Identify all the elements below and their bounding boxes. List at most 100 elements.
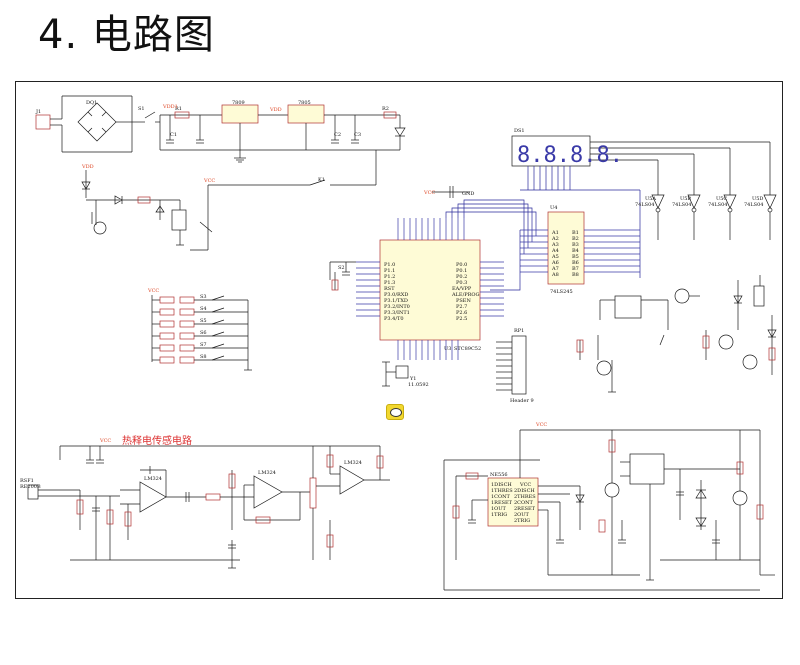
timer-pin-10: 2CONT <box>514 500 533 506</box>
opamp-u7a <box>139 481 167 513</box>
label-vdd: VDD <box>269 107 282 113</box>
label-s5: S5 <box>200 318 207 324</box>
buffer-pin-b2: B2 <box>572 236 579 242</box>
opamp-u7c <box>339 465 365 495</box>
mcu-pin-p1-0: P1.0 <box>384 262 395 268</box>
section-title-pir: 热释电传感电路 <box>122 436 192 447</box>
timer-pin-13: 2TRIG <box>514 518 530 524</box>
mcu-pin-p0-0: P0.0 <box>456 262 467 268</box>
label-inv-1: 74LS04 <box>635 202 654 208</box>
buffer-pin-b6: B6 <box>572 260 579 266</box>
buffer-pin-b7: B7 <box>572 266 579 272</box>
label-vcc-pir: VCC <box>99 438 111 444</box>
buzzer <box>674 288 690 304</box>
timer-pin-3: 1CONT <box>491 494 510 500</box>
regulator-7809 <box>221 104 259 124</box>
label-s7: S7 <box>200 342 207 348</box>
mcu-pin-p1-2: P1.2 <box>384 274 395 280</box>
logic-gate <box>629 453 665 485</box>
label-s2: S2 <box>338 265 345 271</box>
label-vcc-switches: VCC <box>147 288 159 294</box>
label-vcc-mcu: VCC <box>423 190 435 196</box>
timer-pin-4: 1RESET <box>491 500 513 506</box>
mcu-pin-p0-2: P0.2 <box>456 274 467 280</box>
label-sensor: RSF1 <box>20 478 34 484</box>
timer-pin-11: 2RESET <box>514 506 536 512</box>
label-s8: S8 <box>200 354 207 360</box>
label-mcu: STC89C52 <box>454 346 481 352</box>
label-r1: R1 <box>175 106 182 112</box>
diode-bridge <box>77 102 117 142</box>
mcu-pin-p0-3: P0.3 <box>456 280 467 286</box>
buffer-pin-a4: A4 <box>551 248 559 254</box>
label-input: J1 <box>35 109 41 115</box>
timer-pin-6: 1TRIG <box>491 512 507 518</box>
label-switch-s1: S1 <box>138 106 145 112</box>
mcu-pin-ea: EA/VPP <box>452 286 472 292</box>
label-opamp-c: LM324 <box>344 460 362 466</box>
label-u5a: U5A <box>645 196 656 202</box>
label-opamp-b: LM324 <box>258 470 276 476</box>
label-s3: S3 <box>200 294 207 300</box>
buffer-pin-a5: A5 <box>551 254 559 260</box>
timer-pin-2: 1THRES <box>491 488 513 494</box>
label-relay: K1 <box>318 177 325 183</box>
buffer-pin-a7: A7 <box>551 266 559 272</box>
label-inv-2: 74LS04 <box>672 202 691 208</box>
mcu-pin-p2-5: P2.5 <box>456 316 467 322</box>
label-timer: NE556 <box>490 472 508 478</box>
mcu-chip <box>379 239 481 341</box>
label-u4: U4 <box>550 205 557 211</box>
mcu-pin-p0-1: P0.1 <box>456 268 467 274</box>
mcu-pin-rst: RST <box>384 286 395 292</box>
label-vdd-relay: VDD <box>81 164 94 170</box>
timer-pin-5: 1OUT <box>491 506 506 512</box>
label-inv-3: 74LS04 <box>708 202 727 208</box>
mcu-pin-p2-6: P2.6 <box>456 310 467 316</box>
buffer-pin-a2: A2 <box>551 236 559 242</box>
buffer-pin-b5: B5 <box>572 254 579 260</box>
mcu-pin-int0: P3.2/INT0 <box>384 304 410 310</box>
label-c2: C2 <box>334 132 341 138</box>
crystal <box>395 365 409 379</box>
label-74ls245: 74LS245 <box>550 289 573 295</box>
buffer-pin-b4: B4 <box>572 248 579 254</box>
opamp-u7b <box>253 475 283 509</box>
label-u5d: U5D <box>752 196 763 202</box>
label-s6: S6 <box>200 330 207 336</box>
mcu-pin-p1-1: P1.1 <box>384 268 395 274</box>
seven-segment-display <box>511 135 591 167</box>
label-c1: C1 <box>170 132 177 138</box>
label-crystal-freq: 11.0592 <box>408 382 429 388</box>
label-r2: R2 <box>382 106 389 112</box>
ground-symbol <box>234 157 246 163</box>
buffer-pin-b8: B8 <box>572 272 579 278</box>
page-title: 4. 电路图 <box>38 12 215 58</box>
label-display: DS1 <box>514 128 525 134</box>
label-mcu-ref: U3 <box>444 346 451 352</box>
label-u5b: U5B <box>680 196 691 202</box>
mcu-pin-int1: P3.3/INT1 <box>384 310 410 316</box>
label-header: Header 9 <box>510 398 534 404</box>
mcu-pin-ale: ALE/PROG <box>451 292 480 298</box>
label-u5c: U5C <box>716 196 727 202</box>
label-sensor-part: RE200B <box>20 484 41 490</box>
label-inv-4: 74LS04 <box>744 202 763 208</box>
mcu-pin-t0: P3.4/T0 <box>384 316 404 322</box>
label-regulator-7809: 7809 <box>232 100 245 106</box>
power-connector <box>35 114 51 130</box>
timer-pin-vcc: VCC <box>519 482 531 488</box>
pin-header <box>511 335 527 395</box>
mcu-pin-psen: PSEN <box>456 298 471 304</box>
label-opamp-a: LM324 <box>144 476 162 482</box>
pir-sensor <box>27 484 39 500</box>
mcu-pin-p1-3: P1.3 <box>384 280 395 286</box>
label-bridge: DQ1 <box>86 100 97 106</box>
comment-icon[interactable] <box>386 404 404 420</box>
timer-chip <box>487 477 539 527</box>
timer-pin-8: 2DISCH <box>514 488 535 494</box>
mcu-pin-rxd: P3.0/RXD <box>384 292 408 298</box>
label-s4: S4 <box>200 306 207 312</box>
label-vcc-relay: VCC <box>203 178 215 184</box>
